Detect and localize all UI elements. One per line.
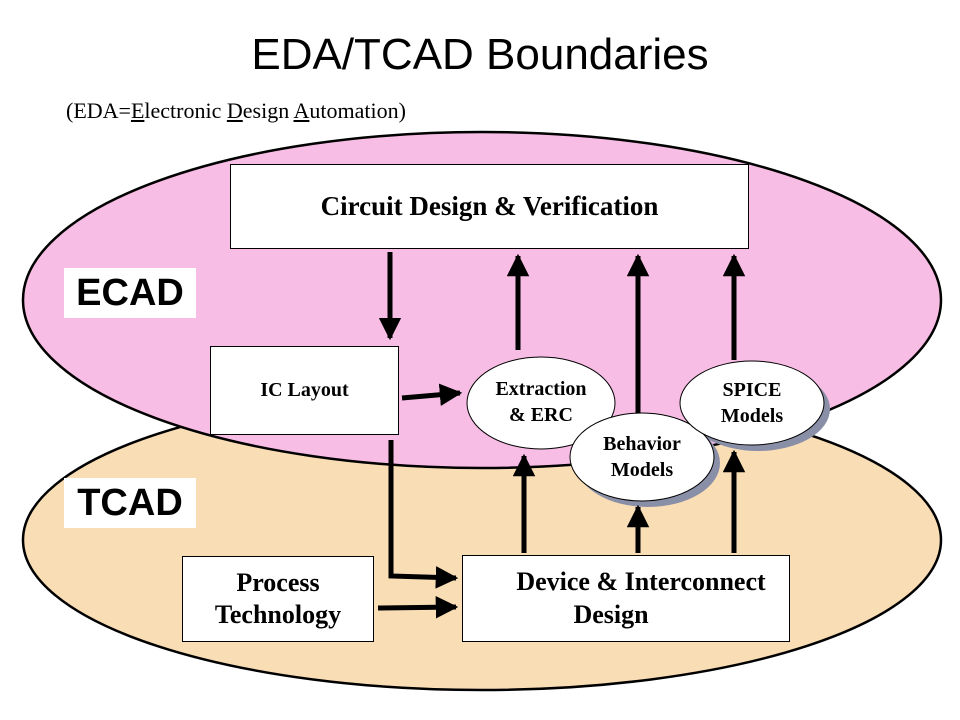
circuit-design-box[interactable]: Circuit Design & Verification <box>230 164 749 249</box>
behavior-models-label: Behavior Models <box>570 431 714 483</box>
spice-line2: Models <box>720 405 784 427</box>
extraction-erc-oval[interactable] <box>466 356 616 450</box>
process-label-line1: Process <box>236 567 320 597</box>
letter-e: E <box>130 98 145 123</box>
circuit-design-label: Circuit Design & Verification <box>320 190 659 221</box>
spice-models-oval[interactable] <box>679 360 825 446</box>
extraction-line2: & ERC <box>509 404 573 426</box>
word-design: esign <box>242 98 294 123</box>
word-automation: utomation) <box>309 98 406 123</box>
ecad-label: ECAD <box>64 268 196 318</box>
behavior-line2: Models <box>610 459 674 481</box>
extraction-erc-label: Extraction & ERC <box>467 376 615 428</box>
device-interconnect-box[interactable]: Device & Interconnect Design <box>462 555 790 642</box>
device-label-line1: Device & Interconnect <box>516 567 766 596</box>
slide-title: EDA/TCAD Boundaries <box>251 30 709 79</box>
process-technology-box[interactable]: Process Technology <box>182 556 374 642</box>
eda-definition: (EDA=Electronic Design Automation) <box>66 98 406 124</box>
spice-line1: SPICE <box>722 379 782 401</box>
letter-d: D <box>226 98 243 123</box>
arrow-layout-to-extraction <box>401 383 463 406</box>
letter-a: A <box>293 98 310 123</box>
behavior-line1: Behavior <box>603 433 681 455</box>
behavior-models-oval[interactable] <box>569 412 715 502</box>
arrow-layout-to-device <box>388 440 459 589</box>
arrow-process-to-device <box>377 596 459 619</box>
spice-models-label: SPICE Models <box>680 377 824 429</box>
ic-layout-label: IC Layout <box>260 379 349 401</box>
word-electronic: lectronic <box>144 98 227 123</box>
extraction-line1: Extraction <box>495 378 587 400</box>
tcad-label: TCAD <box>64 478 196 528</box>
definition-prefix: (EDA= <box>66 98 131 123</box>
device-label-line2: Design <box>573 599 649 629</box>
process-label-line2: Technology <box>214 600 342 629</box>
ic-layout-box[interactable]: IC Layout <box>210 346 399 435</box>
